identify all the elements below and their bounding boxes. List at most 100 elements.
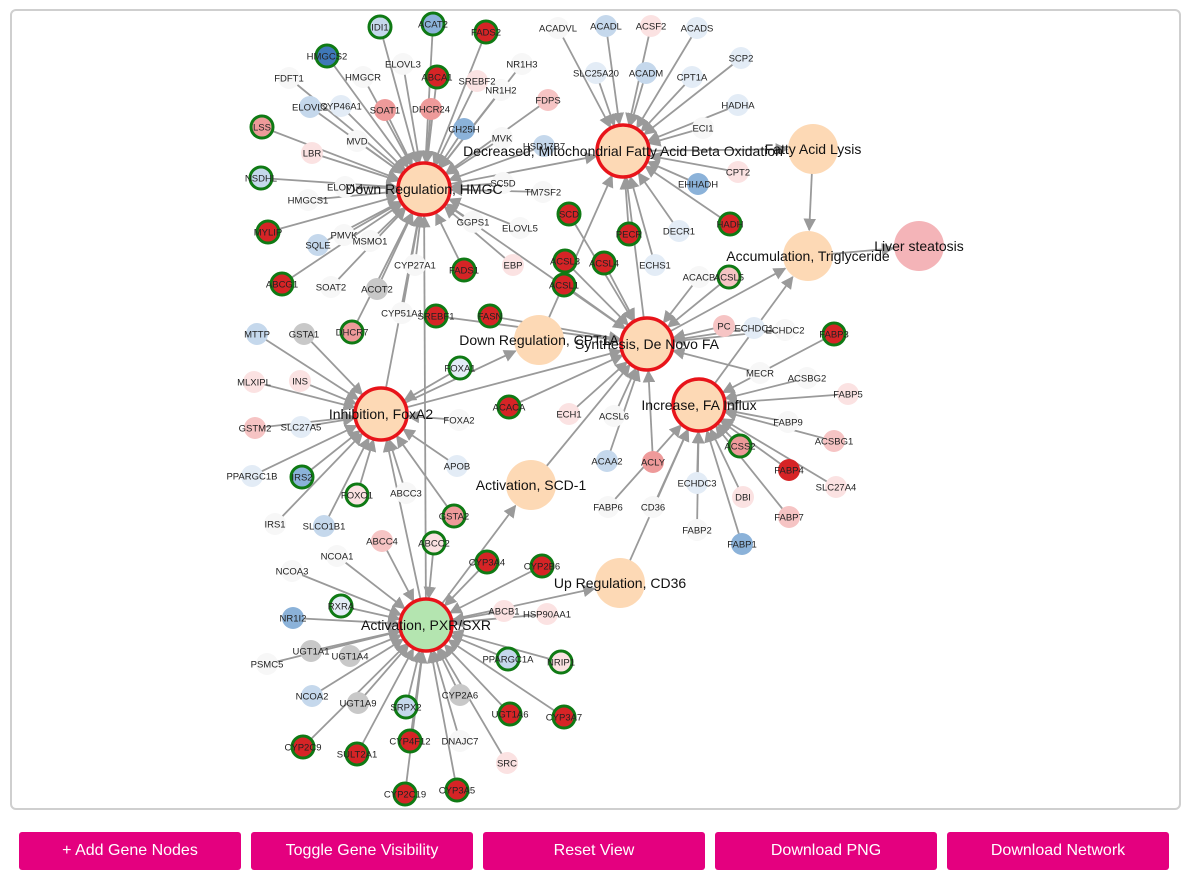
gene-node[interactable] [686,519,708,541]
gene-node[interactable] [352,66,374,88]
gene-node[interactable] [264,513,286,535]
gene-node[interactable] [616,221,642,247]
gene-node[interactable] [595,15,617,37]
gene-node[interactable] [551,704,577,730]
gene-node[interactable] [796,367,818,389]
hub-node[interactable] [595,123,651,179]
hub-node[interactable] [619,316,675,372]
hub-node[interactable] [671,377,727,433]
gene-node[interactable] [301,685,323,707]
gene-node[interactable] [547,17,569,39]
toggle-gene-visibility-button[interactable]: Toggle Gene Visibility [251,832,473,870]
gene-node[interactable] [246,323,268,345]
gene-node[interactable] [493,600,515,622]
download-png-button[interactable]: Download PNG [715,832,937,870]
gene-node[interactable] [420,11,446,37]
gene-node[interactable] [395,482,417,504]
gene-node[interactable] [727,94,749,116]
gene-node[interactable] [278,67,300,89]
gene-node[interactable] [374,99,396,121]
gene-node[interactable] [511,53,533,75]
gene-node[interactable] [447,355,473,381]
gene-node[interactable] [344,741,370,767]
gene-node[interactable] [497,701,523,727]
gene-node[interactable] [446,455,468,477]
gene-node[interactable] [591,250,617,276]
gene-node[interactable] [466,70,488,92]
gene-node[interactable] [320,276,342,298]
gene-node[interactable] [558,403,580,425]
gene-node[interactable] [243,371,265,393]
gene-node[interactable] [597,496,619,518]
gene-node[interactable] [248,165,274,191]
gene-node[interactable] [681,66,703,88]
gene-node[interactable] [420,98,442,120]
gene-node[interactable] [301,142,323,164]
gene-node[interactable] [686,17,708,39]
process-node[interactable] [783,231,833,281]
gene-node[interactable] [495,646,521,672]
gene-node[interactable] [269,271,295,297]
gene-node[interactable] [713,315,735,337]
gene-node[interactable] [293,323,315,345]
gene-node[interactable] [448,409,470,431]
process-node[interactable] [595,558,645,608]
gene-node[interactable] [640,15,662,37]
gene-node[interactable] [397,728,423,754]
gene-node[interactable] [392,53,414,75]
gene-node[interactable] [282,607,304,629]
gene-node[interactable] [778,459,800,481]
gene-node[interactable] [334,176,356,198]
gene-node[interactable] [537,89,559,111]
gene-node[interactable] [635,62,657,84]
gene-node[interactable] [241,465,263,487]
gene-node[interactable] [642,496,664,518]
gene-node[interactable] [339,645,361,667]
gene-node[interactable] [392,781,418,807]
gene-node[interactable] [642,451,664,473]
gene-node[interactable] [717,211,743,237]
gene-node[interactable] [490,79,512,101]
gene-node[interactable] [777,411,799,433]
gene-node[interactable] [290,416,312,438]
gene-node[interactable] [281,560,303,582]
gene-node[interactable] [491,127,513,149]
process-node[interactable] [514,315,564,365]
gene-node[interactable] [477,303,503,329]
gene-node[interactable] [686,472,708,494]
download-network-button[interactable]: Download Network [947,832,1169,870]
gene-node[interactable] [347,692,369,714]
gene-node[interactable] [453,118,475,140]
gene-node[interactable] [533,135,555,157]
gene-node[interactable] [449,730,471,752]
gene-node[interactable] [585,62,607,84]
gene-node[interactable] [532,181,554,203]
gene-node[interactable] [743,317,765,339]
gene-node[interactable] [391,302,413,324]
gene-node[interactable] [730,47,752,69]
gene-node[interactable] [244,417,266,439]
gene-node[interactable] [548,649,574,675]
gene-node[interactable] [344,482,370,508]
gene-node[interactable] [330,95,352,117]
gene-node[interactable] [339,319,365,345]
gene-node[interactable] [688,266,710,288]
gene-node[interactable] [731,533,753,555]
process-node[interactable] [506,460,556,510]
gene-node[interactable] [393,694,419,720]
gene-node[interactable] [423,303,449,329]
gene-node[interactable] [603,405,625,427]
gene-node[interactable] [289,464,315,490]
gene-node[interactable] [551,272,577,298]
liver-steatosis-node[interactable] [894,221,944,271]
gene-node[interactable] [668,220,690,242]
gene-node[interactable] [778,506,800,528]
gene-node[interactable] [496,394,522,420]
gene-node[interactable] [404,254,426,276]
gene-node[interactable] [687,173,709,195]
gene-node[interactable] [449,684,471,706]
gene-node[interactable] [367,14,393,40]
gene-node[interactable] [774,319,796,341]
gene-node[interactable] [727,161,749,183]
gene-node[interactable] [371,530,393,552]
